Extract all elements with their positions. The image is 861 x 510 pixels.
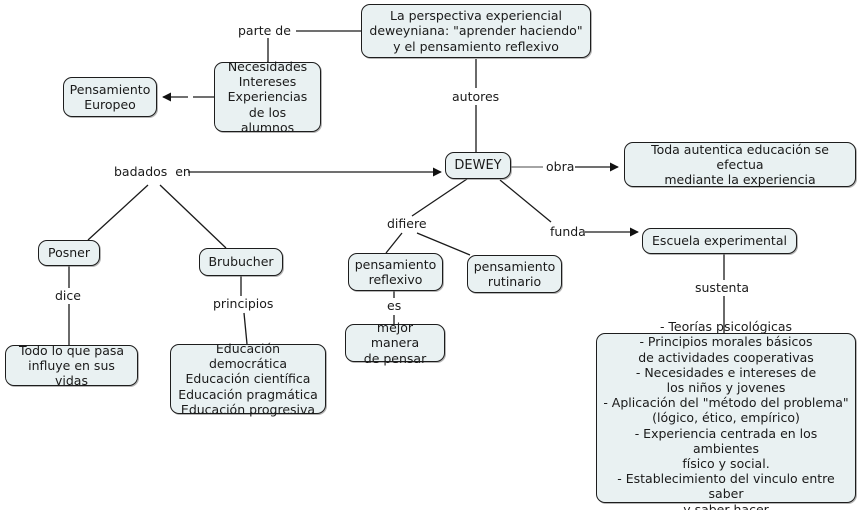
node-todo-lo-que-pasa[interactable]: Todo lo que pasa influye en sus vidas xyxy=(5,343,138,388)
edge-dewey-to-funda xyxy=(499,179,552,223)
node-pensamiento-europeo[interactable]: Pensamiento Europeo xyxy=(63,77,157,117)
node-escuela-experimental[interactable]: Escuela experimental xyxy=(642,228,797,254)
link-label-sustenta: sustenta xyxy=(695,280,750,295)
node-mejor-manera-de-pensar[interactable]: mejor manera de pensar xyxy=(345,320,445,366)
node-pensamiento-reflexivo[interactable]: pensamiento reflexivo xyxy=(348,253,443,291)
edge-difiere-to-rutinario xyxy=(416,232,471,256)
edge-badadosen-to-posner xyxy=(87,184,149,241)
node-dewey[interactable]: DEWEY xyxy=(445,152,511,179)
node-posner[interactable]: Posner xyxy=(38,240,100,266)
link-label-obra: obra xyxy=(546,159,575,174)
node-toda-autentica-educacion[interactable]: Toda autentica educación se efectua medi… xyxy=(624,142,856,187)
link-label-parte-de: parte de xyxy=(238,23,291,38)
node-necesidades-intereses-experiencias[interactable]: Necesidades Intereses Experiencias de lo… xyxy=(214,59,321,135)
edge-dewey-to-difiere xyxy=(411,178,468,217)
link-label-difiere: difiere xyxy=(387,216,427,231)
link-label-dice: dice xyxy=(55,288,81,303)
node-pensamiento-rutinario[interactable]: pensamiento rutinario xyxy=(467,255,562,293)
edge-badadosen-to-brubucher xyxy=(159,184,227,249)
node-educacion-principios[interactable]: Educación democrática Educación científi… xyxy=(170,341,326,417)
link-label-autores: autores xyxy=(452,89,500,104)
edge-difiere-to-reflexivo xyxy=(385,232,403,254)
node-title[interactable]: La perspectiva experiencial deweyniana: … xyxy=(361,4,591,58)
link-label-funda: funda xyxy=(550,224,586,239)
link-label-es: es xyxy=(387,298,402,313)
node-sustenta-lista[interactable]: - Teorías psicológicas - Principios mora… xyxy=(596,319,856,510)
edge-principios-to-educacion xyxy=(243,312,248,345)
node-brubucher[interactable]: Brubucher xyxy=(199,248,283,276)
link-label-badados-en: badados en xyxy=(114,164,191,179)
link-label-principios: principios xyxy=(213,296,274,311)
